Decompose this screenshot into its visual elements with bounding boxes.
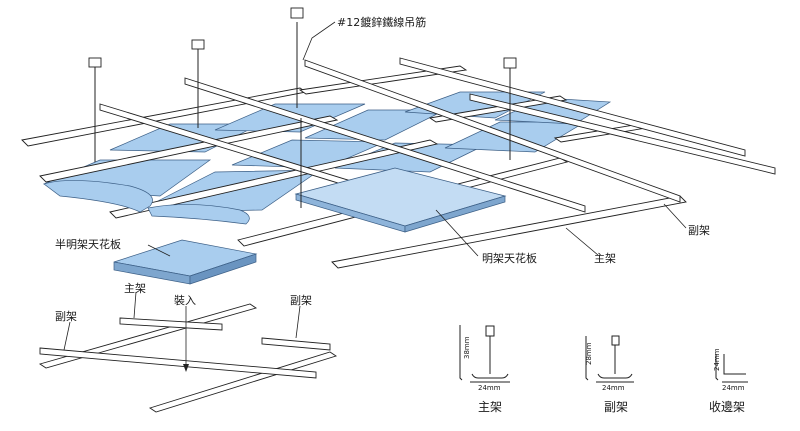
profile-main-flange bbox=[471, 373, 509, 379]
main-runner-rails bbox=[99, 57, 776, 213]
profile-cross-dim-v bbox=[585, 336, 589, 381]
leader-cross-tee bbox=[663, 203, 687, 229]
leader-detail-cross-right bbox=[295, 305, 301, 339]
semi-exposed-panel bbox=[113, 239, 258, 285]
profile-main-bulb bbox=[485, 325, 495, 337]
cross-tee-rail bbox=[428, 95, 568, 123]
cross-tee-rail bbox=[39, 115, 339, 183]
main-runner-rail bbox=[304, 59, 681, 203]
leader-detail-main bbox=[133, 291, 137, 319]
profile-edge-caption: 收邊架 bbox=[709, 400, 745, 414]
profile-main-width: 24mm bbox=[478, 384, 501, 392]
profile-edge-trim: 24mm 24mm 收邊架 bbox=[709, 348, 748, 414]
detail-main-runner bbox=[119, 317, 223, 331]
profile-main-dim-v bbox=[459, 325, 463, 381]
profile-main-height: 38mm bbox=[463, 336, 471, 359]
cross-tee-rail bbox=[109, 139, 439, 219]
hanger-clip bbox=[191, 39, 205, 50]
drape-panels bbox=[43, 180, 250, 225]
profile-edge-width: 24mm bbox=[722, 384, 745, 392]
profile-cross-height: 28mm bbox=[585, 342, 593, 365]
label-main-runner: 主架 bbox=[594, 252, 616, 265]
leader-main-runner bbox=[565, 227, 599, 256]
main-runner-rail bbox=[184, 77, 586, 213]
insert-arrow-head bbox=[183, 364, 189, 372]
label-hanger-wire: #12鍍鋅鐵線吊筋 bbox=[337, 15, 426, 29]
leader-semi-panel bbox=[147, 244, 171, 257]
profile-cross-width: 24mm bbox=[602, 384, 625, 392]
main-runner-rail bbox=[469, 93, 776, 175]
profile-cross-caption: 副架 bbox=[604, 400, 628, 414]
detail-main-runner bbox=[39, 347, 317, 379]
semi-panel-edge bbox=[189, 253, 257, 285]
exposed-panel bbox=[294, 167, 507, 233]
label-detail-cross-left: 副架 bbox=[55, 310, 77, 323]
label-insert: 裝入 bbox=[174, 294, 196, 307]
label-detail-cross-right: 副架 bbox=[290, 294, 312, 307]
profile-edge-height: 24mm bbox=[713, 348, 721, 371]
label-semi-exposed-panel: 半明架天花板 bbox=[55, 237, 121, 251]
profile-edge-dim-v bbox=[715, 354, 719, 381]
label-exposed-panel: 明架天花板 bbox=[482, 251, 537, 265]
label-cross-tee: 副架 bbox=[688, 224, 710, 237]
leader-detail-cross-left bbox=[63, 321, 71, 351]
cross-tee-rail bbox=[331, 195, 687, 269]
hanger-clip bbox=[503, 57, 517, 69]
drape-panel bbox=[147, 204, 250, 225]
profile-cross-tee: 28mm 24mm 副架 bbox=[585, 335, 634, 414]
leader-exposed-panel bbox=[435, 209, 479, 257]
detail-grid bbox=[38, 303, 338, 413]
profile-edge-angle bbox=[723, 354, 746, 375]
profile-cross-flange bbox=[597, 373, 633, 379]
detail-main-runner bbox=[261, 337, 331, 351]
drape-panel bbox=[43, 180, 153, 213]
hanger-clip bbox=[290, 7, 304, 19]
profile-cross-bulb bbox=[611, 335, 620, 346]
main-runner-rail bbox=[399, 57, 746, 157]
profile-main-runner: 38mm 24mm 主架 bbox=[459, 325, 510, 414]
leader-hanger-wire bbox=[302, 21, 336, 61]
cross-tee-rail bbox=[298, 65, 468, 95]
exposed-panel-edge bbox=[404, 195, 506, 233]
label-detail-main-runner: 主架 bbox=[124, 282, 146, 295]
profile-main-caption: 主架 bbox=[478, 400, 502, 414]
hanger-clip bbox=[88, 57, 102, 68]
hanger-wires bbox=[88, 7, 517, 208]
leader-lines bbox=[63, 21, 687, 351]
